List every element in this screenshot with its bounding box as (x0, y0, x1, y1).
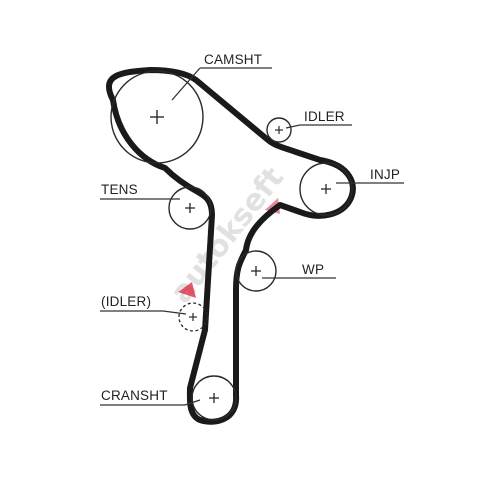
camshaft-pulley (110, 70, 204, 164)
wp-label: WP (302, 262, 324, 277)
watermark-accent (178, 282, 196, 298)
injection-pump-pulley (299, 162, 353, 216)
idler-optional-label: (IDLER) (101, 294, 151, 309)
optional-idler-pulley (178, 302, 208, 332)
injp-label: INJP (370, 167, 400, 182)
crankshaft-pulley (191, 375, 237, 421)
timing-belt (106, 67, 356, 425)
tensioner-pulley (168, 186, 212, 230)
tens-label: TENS (101, 182, 138, 197)
camsht-label: CAMSHT (204, 52, 262, 67)
water-pump-pulley (235, 250, 277, 292)
idler-pulley (266, 117, 292, 143)
idler-label: IDLER (304, 109, 345, 124)
cranksht-label: CRANSHT (101, 388, 168, 403)
